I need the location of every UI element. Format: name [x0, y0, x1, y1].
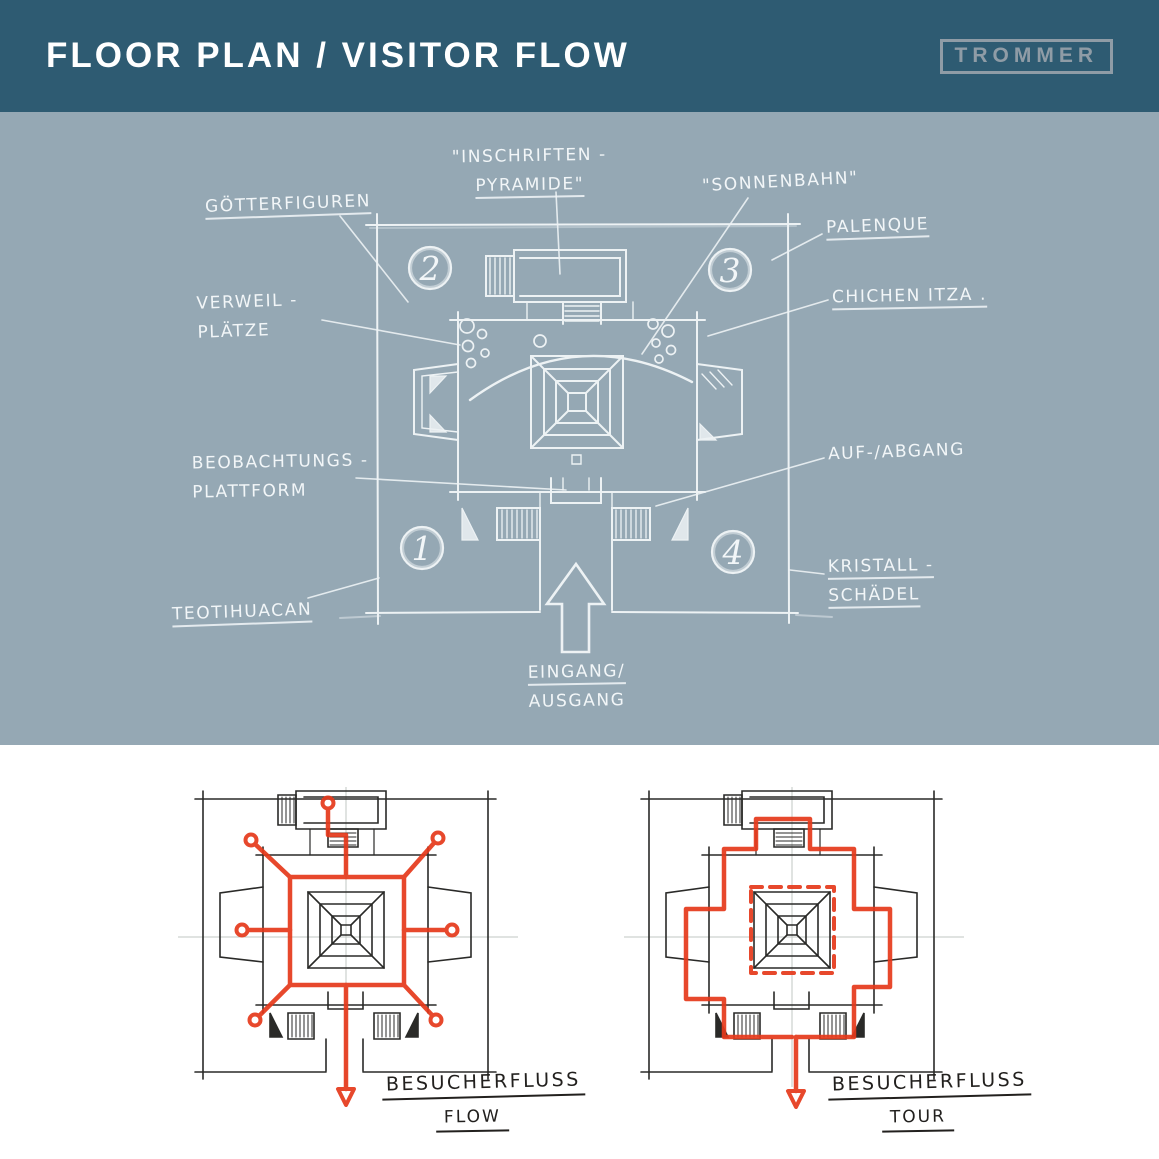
label-teotihuacan: TEOTIHUACAN — [171, 596, 313, 630]
label-inschriften-pyramide: "INSCHRIFTEN - PYRAMIDE" — [452, 141, 608, 201]
caption-flow-subtitle: FLOW — [435, 1106, 509, 1133]
label-auf-abgang: AUF-/ABGANG — [827, 439, 966, 465]
caption-tour: BESUCHERFLUSS TOUR — [827, 1068, 1032, 1133]
label-goetterfiguren: GÖTTERFIGUREN — [204, 187, 372, 222]
header: FLOOR PLAN / VISITOR FLOW TROMMER — [0, 0, 1159, 112]
label-kristallschaedel: KRISTALL - SCHÄDEL — [827, 551, 935, 611]
label-beobachtungsplattform: BEOBACHTUNGS - PLATTFORM — [191, 450, 369, 503]
caption-tour-title: BESUCHERFLUSS — [827, 1068, 1032, 1101]
caption-flow: BESUCHERFLUSS FLOW — [381, 1068, 586, 1133]
caption-flow-title: BESUCHERFLUSS — [381, 1068, 586, 1101]
label-palenque: PALENQUE — [825, 210, 930, 242]
caption-tour-subtitle: TOUR — [881, 1106, 955, 1133]
area-number-4: 4 — [722, 533, 744, 572]
label-eingang-ausgang: EINGANG/ AUSGANG — [527, 661, 626, 712]
page-title: FLOOR PLAN / VISITOR FLOW — [46, 36, 630, 75]
label-chichen-itza: CHICHEN ITZA . — [831, 281, 988, 313]
trommer-logo: TROMMER — [939, 38, 1113, 74]
area-number-2: 2 — [419, 249, 441, 288]
label-verweilplaetze: VERWEIL - PLÄTZE — [196, 290, 299, 343]
main-floor-plan-drawing: 2 3 1 4 — [307, 191, 833, 654]
flow-plan-tour-drawing — [624, 787, 964, 1109]
area-number-1: 1 — [412, 529, 433, 568]
flow-plan-flow-drawing — [178, 787, 518, 1107]
area-number-3: 3 — [720, 251, 741, 290]
visitor-flow-section: BESUCHERFLUSS FLOW BESUCHERFLUSS TOUR — [0, 745, 1159, 1159]
floor-plan-sketch: 2 3 1 4 GÖTTERFIGUREN "INSCHRIFTEN - PYR… — [0, 112, 1159, 745]
